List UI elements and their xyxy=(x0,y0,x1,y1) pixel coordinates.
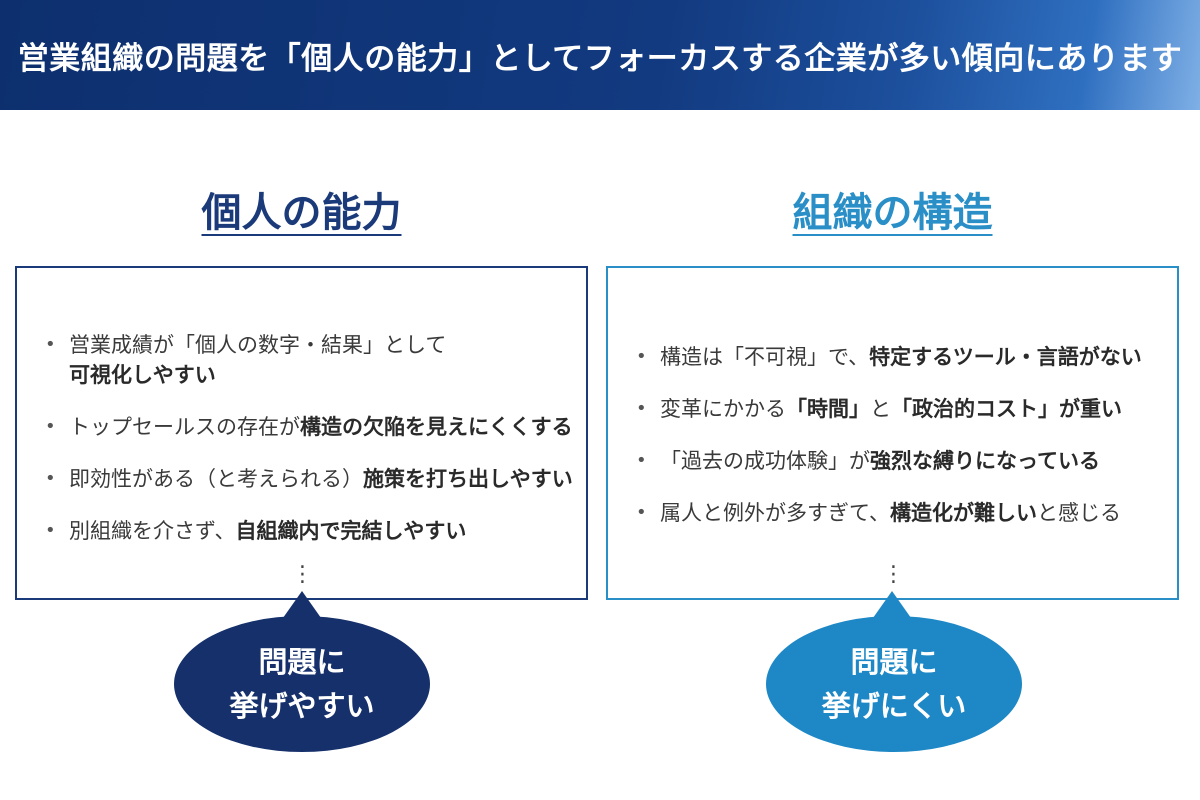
header-banner: 営業組織の問題を「個人の能力」としてフォーカスする企業が多い傾向にあります xyxy=(0,0,1200,110)
bubble-line-1: 問題に xyxy=(850,645,938,679)
right-column-title: 組織の構造 xyxy=(792,190,993,236)
bubble-line-1: 問題に xyxy=(258,645,346,679)
list-item: 営業成績が「個人の数字・結果」として 可視化しやすい xyxy=(45,330,572,390)
header-title: 営業組織の問題を「個人の能力」としてフォーカスする企業が多い傾向にあります xyxy=(17,40,1183,77)
bubble-line-2: 挙げやすい xyxy=(229,689,375,723)
list-item: トップセールスの存在が構造の欠陥を見えにくくする xyxy=(45,412,573,442)
ellipsis-icon: ⋮ xyxy=(291,562,314,587)
speech-bubble-hard: 問題に 挙げにくい xyxy=(766,616,1022,752)
list-item: 「過去の成功体験」が強烈な縛りになっている xyxy=(636,446,1163,476)
list-item: 即効性がある（と考えられる）施策を打ち出しやすい xyxy=(45,464,573,494)
right-panel: 構造は「不可視」で、特定するツール・言語がない 変革にかかる「時間」と「政治的コ… xyxy=(606,266,1179,600)
list-item: 構造は「不可視」で、特定するツール・言語がない xyxy=(636,342,1163,372)
left-item-list: 営業成績が「個人の数字・結果」として 可視化しやすい トップセールスの存在が構造… xyxy=(45,330,573,568)
right-item-list: 構造は「不可視」で、特定するツール・言語がない 変革にかかる「時間」と「政治的コ… xyxy=(636,342,1163,550)
speech-bubble-easy: 問題に 挙げやすい xyxy=(174,616,430,752)
bubble-line-2: 挙げにくい xyxy=(821,689,967,723)
left-column-title: 個人の能力 xyxy=(201,190,402,236)
left-panel: 営業成績が「個人の数字・結果」として 可視化しやすい トップセールスの存在が構造… xyxy=(15,266,588,600)
ellipsis-icon: ⋮ xyxy=(882,562,905,587)
list-item: 別組織を介さず、自組織内で完結しやすい xyxy=(45,516,572,546)
list-item: 属人と例外が多すぎて、構造化が難しいと感じる xyxy=(636,498,1163,528)
list-item: 変革にかかる「時間」と「政治的コスト」が重い xyxy=(636,394,1163,424)
